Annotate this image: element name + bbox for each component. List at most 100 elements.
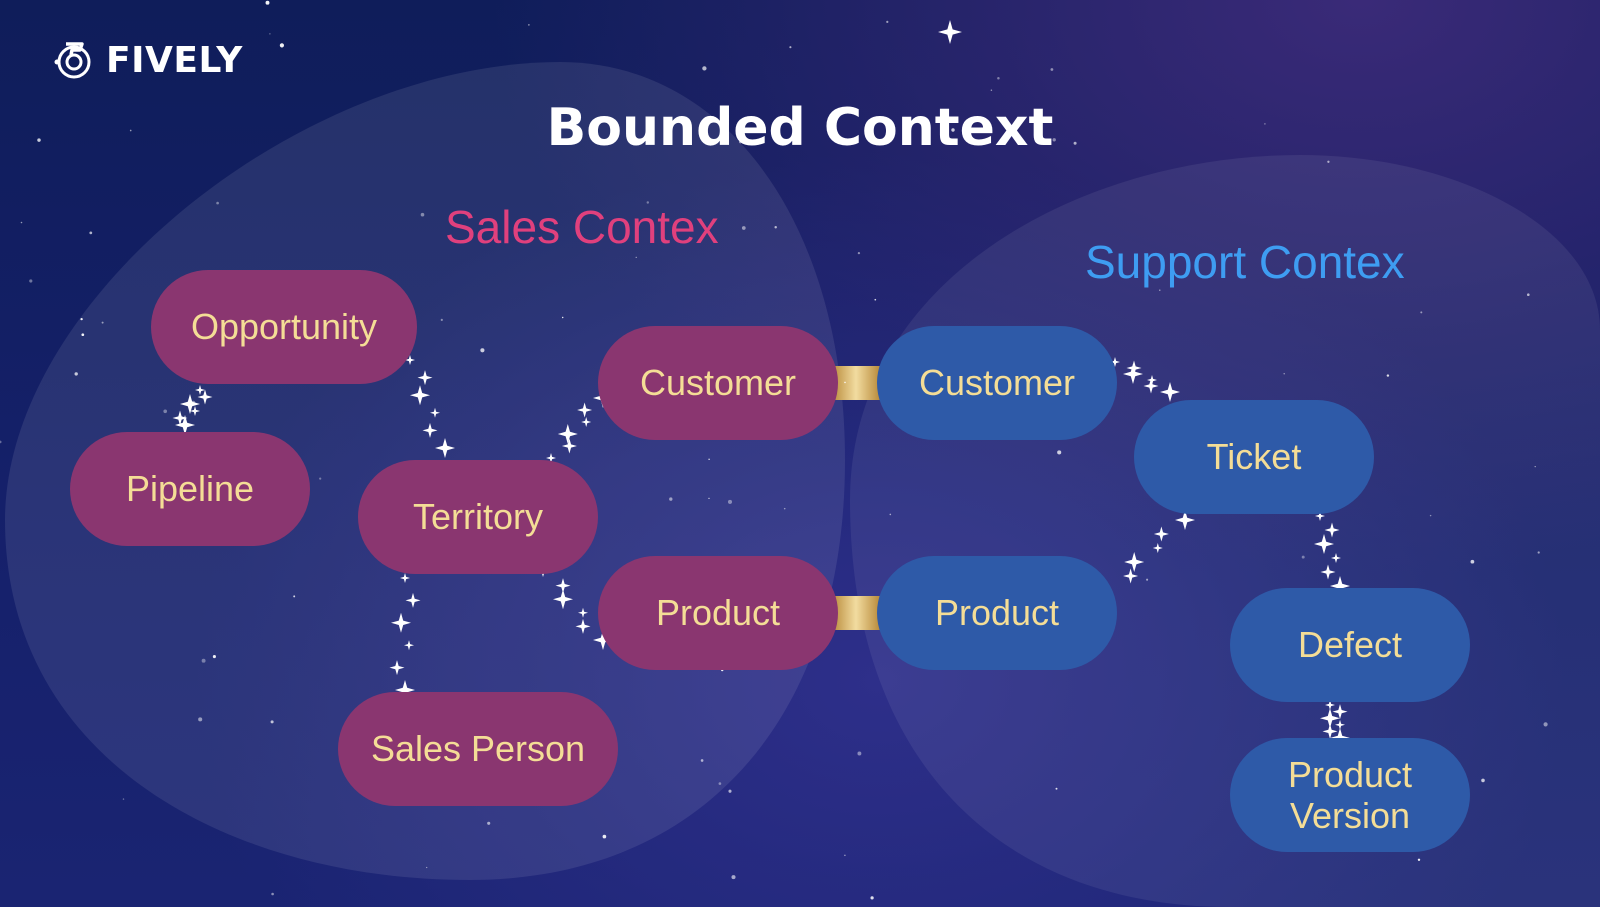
star-dot <box>37 138 41 142</box>
sparkle <box>1123 568 1139 584</box>
star-dot <box>1481 778 1485 783</box>
star-dot <box>997 77 1000 80</box>
node-label: Product Version <box>1287 753 1413 836</box>
star-dot <box>216 201 219 205</box>
node-sales-customer[interactable]: Customer <box>598 326 838 440</box>
sparkle <box>410 385 430 406</box>
star-dot <box>1470 559 1475 564</box>
star-dot <box>727 499 733 504</box>
sparkle <box>1143 378 1159 394</box>
sparkle <box>1331 553 1341 563</box>
sparkle <box>400 573 410 583</box>
customer-bridge-connector <box>832 366 880 400</box>
node-label: Pipeline <box>125 468 255 510</box>
star-dot <box>1264 123 1266 125</box>
node-label: Opportunity <box>190 306 378 348</box>
sparkle <box>1324 522 1340 538</box>
sparkle <box>575 618 591 634</box>
node-product-version[interactable]: Product Version <box>1230 738 1470 852</box>
star-dot <box>1386 374 1390 377</box>
node-opportunity[interactable]: Opportunity <box>151 270 417 384</box>
star-dot <box>129 129 132 132</box>
node-pipeline[interactable]: Pipeline <box>70 432 310 546</box>
sparkle <box>561 438 577 454</box>
star-dot <box>739 140 742 144</box>
star-dot <box>1527 293 1530 297</box>
sparkle <box>1320 564 1336 580</box>
star-dot <box>1159 289 1161 291</box>
star-dot <box>528 24 530 26</box>
node-sales-person[interactable]: Sales Person <box>338 692 618 806</box>
star-dot <box>844 854 846 857</box>
star-dot <box>889 513 892 516</box>
star-dot <box>1057 450 1062 455</box>
star-dot <box>198 717 203 722</box>
node-defect[interactable]: Defect <box>1230 588 1470 702</box>
star-dot <box>293 595 296 598</box>
sales-context-label: Sales Contex <box>445 201 719 253</box>
star-dot <box>1050 68 1054 71</box>
star-dot <box>0 440 2 444</box>
node-label: Product <box>934 592 1060 634</box>
sparkle <box>1314 534 1334 554</box>
sparkle <box>1325 700 1335 710</box>
sparkle <box>175 415 195 435</box>
sparkle <box>1160 382 1180 402</box>
star-dot <box>718 782 722 785</box>
node-label: Product <box>655 592 781 634</box>
node-label: Defect <box>1297 624 1403 666</box>
star-dot <box>708 497 710 500</box>
star-dot <box>783 507 786 510</box>
sparkle <box>435 438 455 458</box>
node-support-product[interactable]: Product <box>877 556 1117 670</box>
sparkle <box>1147 375 1157 385</box>
sparkle <box>405 355 415 365</box>
sparkle <box>578 607 588 618</box>
star-dot <box>1052 138 1056 142</box>
sparkle <box>389 660 405 676</box>
page-title: Bounded Context <box>546 98 1054 158</box>
star-dot <box>635 256 637 258</box>
star-dot <box>271 892 274 896</box>
sparkle <box>1322 723 1338 739</box>
node-sales-product[interactable]: Product <box>598 556 838 670</box>
star-dot <box>201 658 206 663</box>
star-dot <box>646 201 650 204</box>
star-dot <box>270 720 274 724</box>
product-bridge-connector <box>832 596 880 630</box>
node-territory[interactable]: Territory <box>358 460 598 574</box>
star-dot <box>279 43 284 48</box>
sparkle <box>1175 510 1195 530</box>
star-dot <box>319 477 322 480</box>
sparkle <box>1124 552 1145 572</box>
sparkle <box>553 589 573 610</box>
node-support-customer[interactable]: Customer <box>877 326 1117 440</box>
sparkle <box>1123 364 1143 384</box>
sparkle <box>1315 511 1325 521</box>
star-dot <box>990 89 993 91</box>
star-dot <box>1417 858 1421 862</box>
star-dot <box>122 798 125 800</box>
star-dot <box>1055 787 1058 790</box>
star-dot <box>1429 514 1432 517</box>
star-dot <box>1283 373 1285 375</box>
star-dot <box>101 321 104 324</box>
node-label: Customer <box>639 362 797 404</box>
sparkle <box>422 422 438 438</box>
star-dot <box>265 0 270 5</box>
star-dot <box>1543 722 1548 727</box>
sparkle <box>1330 576 1350 596</box>
node-label: Customer <box>918 362 1076 404</box>
star-dot <box>89 231 93 235</box>
sparkle <box>555 578 571 594</box>
star-dot <box>874 298 877 301</box>
node-ticket[interactable]: Ticket <box>1134 400 1374 514</box>
star-dot <box>844 381 846 384</box>
brand-logo[interactable]: FIVELY <box>52 38 243 82</box>
star-dot <box>487 821 491 825</box>
sparkle <box>172 410 188 426</box>
sparkle <box>417 370 433 386</box>
star-dot <box>870 896 874 900</box>
sparkle <box>1335 719 1345 730</box>
star-dot <box>951 128 955 132</box>
